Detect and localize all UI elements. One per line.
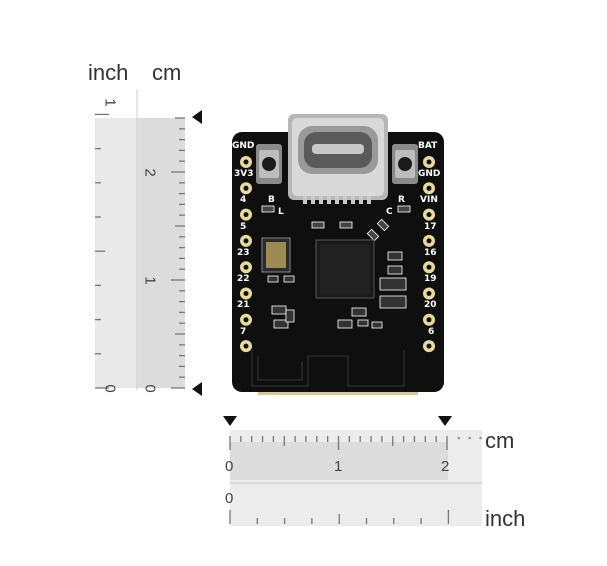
- pin-hole: [426, 212, 432, 218]
- pin-label-left: 3V3: [234, 169, 254, 179]
- inch-unit-label-bottom: inch: [485, 506, 526, 531]
- pin-label-right: GND: [418, 169, 441, 179]
- v-cm-label-2: 2: [141, 168, 159, 177]
- pin-hole: [426, 238, 432, 244]
- pin-hole: [243, 159, 249, 165]
- led-left-label: L: [278, 207, 284, 217]
- pin-hole: [243, 212, 249, 218]
- button-left-label: B: [268, 195, 275, 205]
- esp32-c6-board: B L R C: [232, 114, 444, 395]
- h-inch-label-0: 0: [225, 490, 234, 507]
- pin-hole: [243, 291, 249, 296]
- led-right-label: C: [386, 207, 393, 217]
- pin-hole: [243, 343, 249, 349]
- pin-label-left: 7: [240, 327, 247, 337]
- button-right-label: R: [398, 195, 405, 205]
- pin-hole: [426, 185, 432, 191]
- pin-label-right: 20: [424, 300, 437, 310]
- pin-hole: [426, 159, 432, 165]
- horizontal-markers: [223, 416, 452, 426]
- pin-label-right: BAT: [418, 141, 438, 151]
- pin-labels-left: GND: [232, 141, 262, 163]
- esp32-chip: [315, 239, 375, 299]
- v-inch-label-1: 1: [101, 98, 119, 107]
- pin-label-right: VIN: [420, 195, 438, 205]
- ruler-dot: [468, 436, 471, 440]
- pin-label-left: 22: [237, 274, 250, 284]
- h-cm-label-2: 2: [441, 458, 450, 475]
- usb-c-connector: [288, 114, 388, 204]
- pin-label-left: 5: [240, 222, 247, 232]
- top-marker-arrow: [192, 110, 202, 124]
- inch-unit-label: inch: [88, 60, 129, 85]
- pin-label-left: GND: [232, 141, 255, 151]
- boot-button: [256, 144, 282, 184]
- cm-unit-label: cm: [152, 60, 182, 85]
- v-cm-label-0: 0: [141, 384, 159, 393]
- pin-hole: [426, 343, 432, 349]
- vertical-markers: [192, 110, 202, 396]
- pin-hole: [243, 238, 249, 244]
- bottom-marker-arrow: [192, 382, 202, 396]
- pin-label-left: 21: [237, 300, 250, 310]
- pin-label-left: 23: [237, 248, 250, 258]
- pin-hole: [243, 317, 249, 323]
- horizontal-ruler: [229, 430, 482, 526]
- pin-hole: [243, 185, 249, 191]
- pin-hole: [426, 264, 432, 270]
- pin-label-left: 4: [240, 195, 247, 205]
- h-cm-label-1: 1: [334, 458, 343, 475]
- crystal: [261, 237, 291, 273]
- pin-label-right: 19: [424, 274, 437, 284]
- pin-label-right: 6: [428, 327, 435, 337]
- pcb-antenna: [251, 350, 405, 387]
- left-marker-arrow: [223, 416, 237, 426]
- ruler-dot: [479, 436, 482, 440]
- pin-hole: [426, 291, 432, 296]
- cm-unit-label-bottom: cm: [485, 428, 515, 453]
- reset-button: [392, 144, 418, 184]
- vertical-ruler: [95, 90, 185, 390]
- h-cm-label-0: 0: [225, 458, 234, 475]
- v-inch-label-0: 0: [101, 384, 119, 393]
- pin-hole: [426, 317, 432, 323]
- pin-label-right: 16: [424, 248, 437, 258]
- v-cm-label-1: 1: [141, 276, 159, 285]
- right-marker-arrow: [438, 416, 452, 426]
- ruler-dot: [457, 436, 461, 440]
- pin-label-right: 17: [424, 222, 437, 232]
- pin-hole: [243, 264, 249, 270]
